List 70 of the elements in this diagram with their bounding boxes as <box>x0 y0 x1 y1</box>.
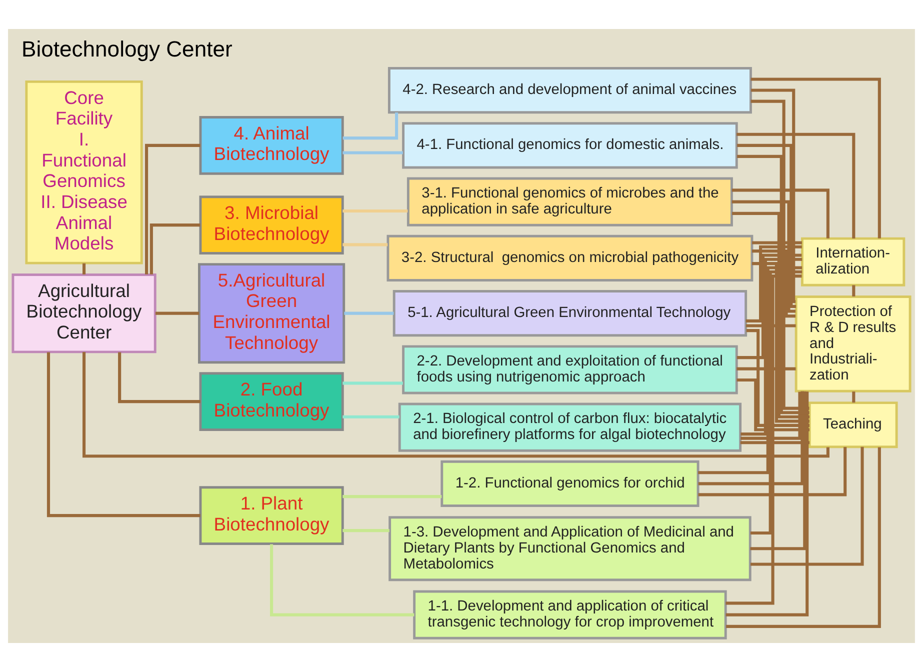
node-box: 4. Animal Biotechnology <box>199 116 344 174</box>
connector <box>732 211 810 418</box>
connector <box>342 150 403 154</box>
connector <box>145 143 200 274</box>
connector <box>750 390 806 550</box>
connector <box>698 266 802 474</box>
node-box: Core Facility I. Functional Genomics II. Disease Animal Models <box>25 80 143 264</box>
connector <box>752 262 810 422</box>
node-box: 4-2. Research and development of animal vaccines <box>388 66 752 114</box>
connector <box>740 391 802 440</box>
connector <box>270 544 414 616</box>
connector <box>82 262 86 274</box>
connector <box>736 132 856 238</box>
connector <box>344 311 394 314</box>
connector <box>82 351 830 458</box>
connector <box>698 446 847 496</box>
connector <box>750 446 864 566</box>
connector <box>150 223 200 274</box>
node-box: 2. Food Biotechnology <box>199 372 344 430</box>
connector <box>746 328 810 426</box>
connector <box>732 188 830 238</box>
connector <box>746 244 802 322</box>
connector <box>342 112 398 140</box>
connector <box>752 240 802 244</box>
connector <box>342 414 400 418</box>
node-box: 5-1. Agricultural Green Environmental Technology <box>392 290 748 336</box>
connector <box>746 324 796 327</box>
node-box: 3-1. Functional genomics of microbes and the application in safe agriculture <box>406 176 733 226</box>
node-box: Protection of R & D results and Industriali- zation <box>794 295 912 392</box>
connector <box>118 352 200 403</box>
node-box: 3. Microbial Biotechnology <box>199 195 344 254</box>
connector <box>852 390 856 402</box>
connector <box>751 88 796 303</box>
node-box: 1-3. Development and Application of Medicinal and Dietary Plants by Functional Genomics and Metabolomics <box>388 516 752 581</box>
connector <box>852 284 856 296</box>
diagram-title: Biotechnology Center <box>22 36 232 61</box>
connector <box>736 253 802 359</box>
connector <box>342 381 403 384</box>
node-box: Teaching <box>808 401 898 448</box>
connector <box>752 249 796 318</box>
connector <box>342 242 388 246</box>
connector <box>737 154 810 414</box>
connector <box>342 528 390 532</box>
connector <box>750 77 881 238</box>
connector <box>737 143 796 308</box>
connector <box>155 311 200 314</box>
node-box: 4-1. Functional genomics for domestic animals. <box>402 122 738 168</box>
connector <box>342 208 408 212</box>
connector <box>750 99 810 410</box>
connector <box>750 270 802 534</box>
node-box: 1-2. Functional genomics for orchid <box>440 460 700 506</box>
connector <box>736 366 796 370</box>
connector <box>698 390 804 485</box>
connector <box>740 440 810 444</box>
node-box: 1. Plant Biotechnology <box>199 486 344 544</box>
connector <box>732 200 796 312</box>
connector <box>342 494 442 498</box>
node-box: 1-1. Development and application of critical transgenic technology for crop improvement <box>413 590 727 639</box>
connector <box>726 390 809 616</box>
node-box: 5.Agricultural Green Environmental Technology <box>198 262 346 364</box>
connector <box>740 257 802 436</box>
connector <box>726 274 802 604</box>
node-box: 2-2. Development and exploitation of functional foods using nutrigenomic approach <box>402 344 738 394</box>
node-box: Internation- alization <box>800 236 906 286</box>
node-box: 3-2. Structural genomics on microbial pathogenicity <box>386 234 754 281</box>
connector <box>46 352 200 517</box>
node-box: 2-1. Biological control of carbon flux: biocatalytic and biorefinery platforms for algal biotechnology <box>398 402 742 452</box>
connector <box>736 378 810 431</box>
node-box: Agricultural Biotechnology Center <box>12 273 156 353</box>
connector <box>726 446 881 628</box>
